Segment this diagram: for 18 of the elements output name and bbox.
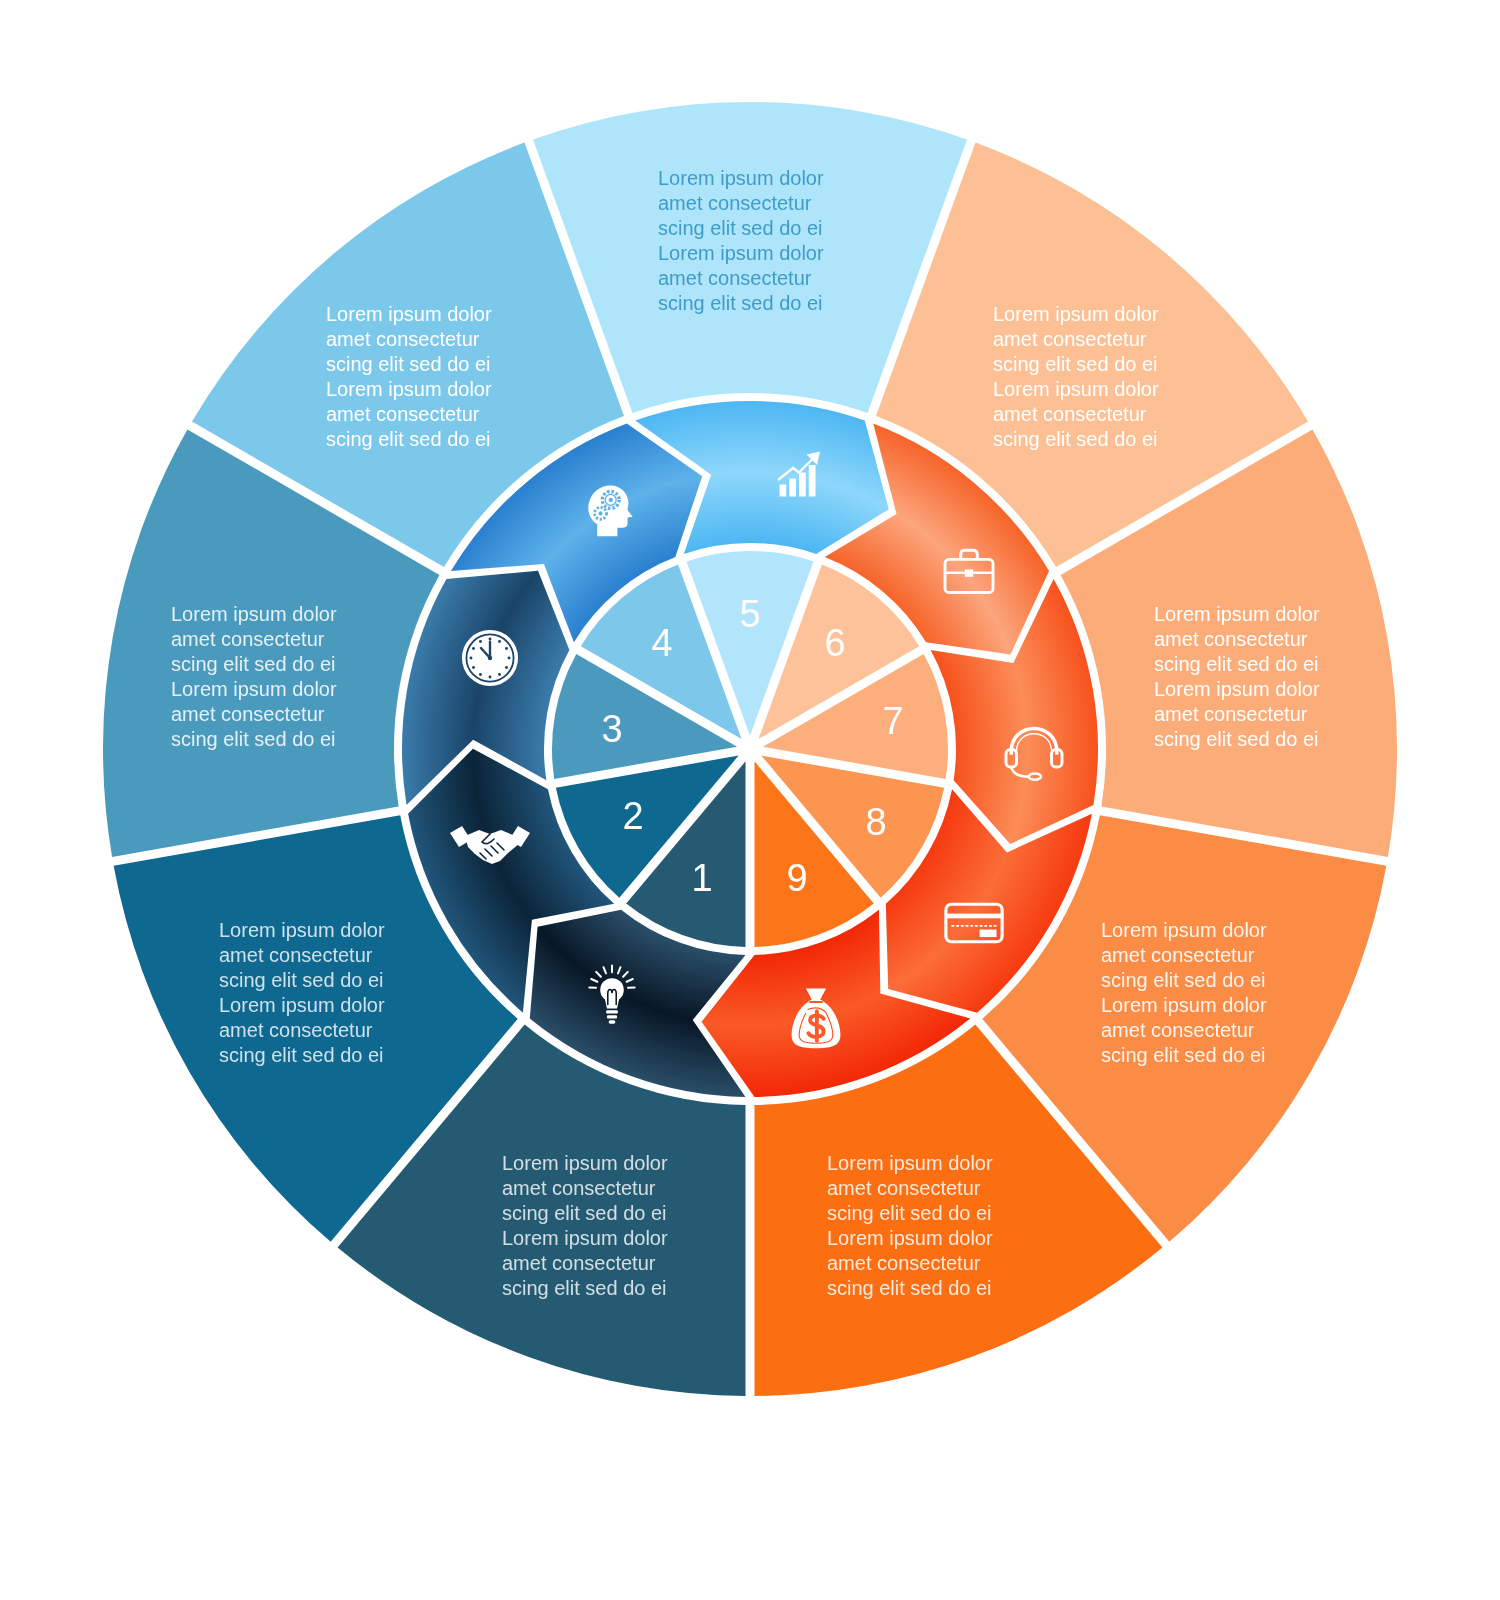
step-number: 7: [881, 701, 905, 741]
step-number: 3: [600, 709, 624, 749]
description-text: Lorem ipsum dolor amet consectetur scing elit sed do ei Lorem ipsum dolor amet consectetur scing elit sed do ei: [658, 166, 825, 316]
step-number: 8: [864, 802, 888, 842]
step-number: 6: [823, 623, 847, 663]
step-number: 4: [650, 623, 674, 663]
description-text: Lorem ipsum dolor amet consectetur scing elit sed do ei Lorem ipsum dolor amet consectetur scing elit sed do ei: [326, 302, 493, 452]
step-number: 5: [738, 594, 762, 634]
description-text: Lorem ipsum dolor amet consectetur scing elit sed do ei Lorem ipsum dolor amet consectetur scing elit sed do ei: [219, 918, 386, 1068]
step-number: 1: [690, 858, 714, 898]
step-number: 2: [621, 796, 645, 836]
description-text: Lorem ipsum dolor amet consectetur scing elit sed do ei Lorem ipsum dolor amet consectetur scing elit sed do ei: [502, 1151, 669, 1301]
description-text: Lorem ipsum dolor amet consectetur scing elit sed do ei Lorem ipsum dolor amet consectetur scing elit sed do ei: [993, 302, 1160, 452]
description-text: Lorem ipsum dolor amet consectetur scing elit sed do ei Lorem ipsum dolor amet consectetur scing elit sed do ei: [827, 1151, 994, 1301]
description-text: Lorem ipsum dolor amet consectetur scing elit sed do ei Lorem ipsum dolor amet consectetur scing elit sed do ei: [171, 602, 338, 752]
description-text: Lorem ipsum dolor amet consectetur scing elit sed do ei Lorem ipsum dolor amet consectetur scing elit sed do ei: [1101, 918, 1268, 1068]
step-number: 9: [785, 858, 809, 898]
description-text: Lorem ipsum dolor amet consectetur scing elit sed do ei Lorem ipsum dolor amet consectetur scing elit sed do ei: [1154, 602, 1321, 752]
